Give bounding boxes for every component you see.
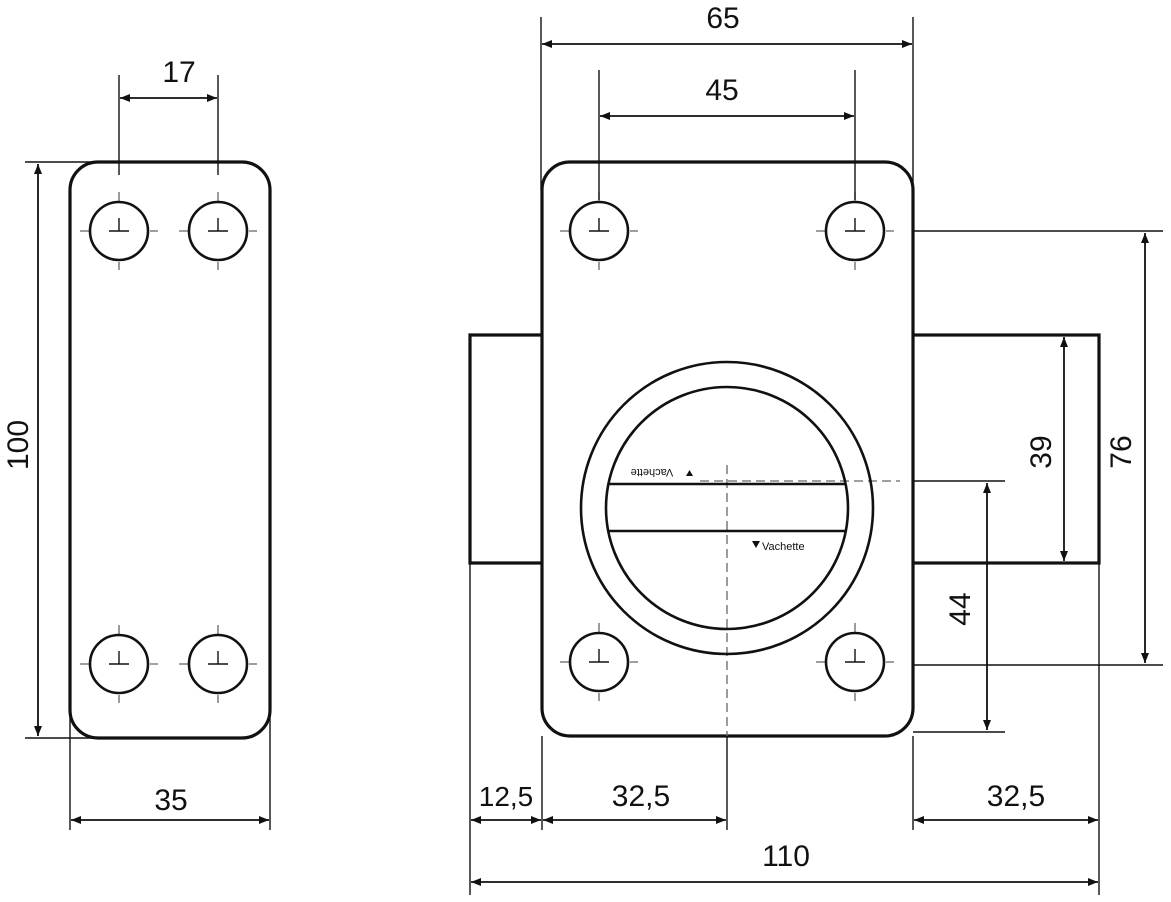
right-box-width-label: 32,5: [987, 780, 1045, 813]
brand-logo-upper: Vachette: [631, 466, 674, 478]
dimension-39: 39: [1025, 337, 1068, 561]
brand-logo-lower: Vachette: [762, 541, 805, 553]
front-hole-bottom-right: [816, 623, 894, 701]
side-hole-spacing-label: 17: [162, 56, 195, 89]
dimension-35: 35: [69, 700, 271, 830]
plate-height-label: 76: [1105, 435, 1138, 468]
side-height-label: 100: [2, 420, 35, 470]
side-plate: [68, 160, 272, 740]
dimension-44: 44: [913, 480, 1005, 733]
front-hole-top-right: [816, 192, 894, 270]
left-to-axis-label: 32,5: [612, 780, 670, 813]
front-hole-bottom-left: [560, 623, 638, 701]
front-inner-span-label: 45: [705, 74, 738, 107]
side-hole-top-right: [179, 192, 257, 270]
total-width-label: 110: [762, 840, 810, 873]
dimension-12-5: 12,5: [471, 781, 541, 824]
dimension-17: 17: [118, 56, 219, 175]
left-bolt-box: [468, 333, 542, 565]
left-box-width-label: 12,5: [479, 781, 534, 812]
dimension-45: 45: [598, 70, 856, 200]
right-bolt-box: [905, 333, 1101, 565]
axis-height-label: 44: [944, 592, 977, 625]
dimension-32-5-left: 32,5: [543, 780, 726, 824]
side-view: 17 100 35: [2, 56, 272, 830]
box-height-label: 39: [1025, 435, 1058, 468]
front-view: Vachette Vachette: [468, 2, 1163, 895]
front-hole-top-left: [560, 192, 638, 270]
side-hole-bottom-right: [179, 625, 257, 703]
cylinder: Vachette Vachette: [579, 360, 875, 656]
dimension-110: 110: [471, 840, 1098, 886]
side-width-label: 35: [154, 784, 187, 817]
dimension-32-5-right: 32,5: [914, 780, 1098, 824]
front-outer-span-label: 65: [706, 2, 739, 35]
dimension-65: 65: [540, 2, 914, 190]
side-hole-bottom-left: [80, 625, 158, 703]
dimension-76: 76: [913, 230, 1163, 666]
side-hole-top-left: [80, 192, 158, 270]
dimension-100: 100: [2, 161, 100, 739]
